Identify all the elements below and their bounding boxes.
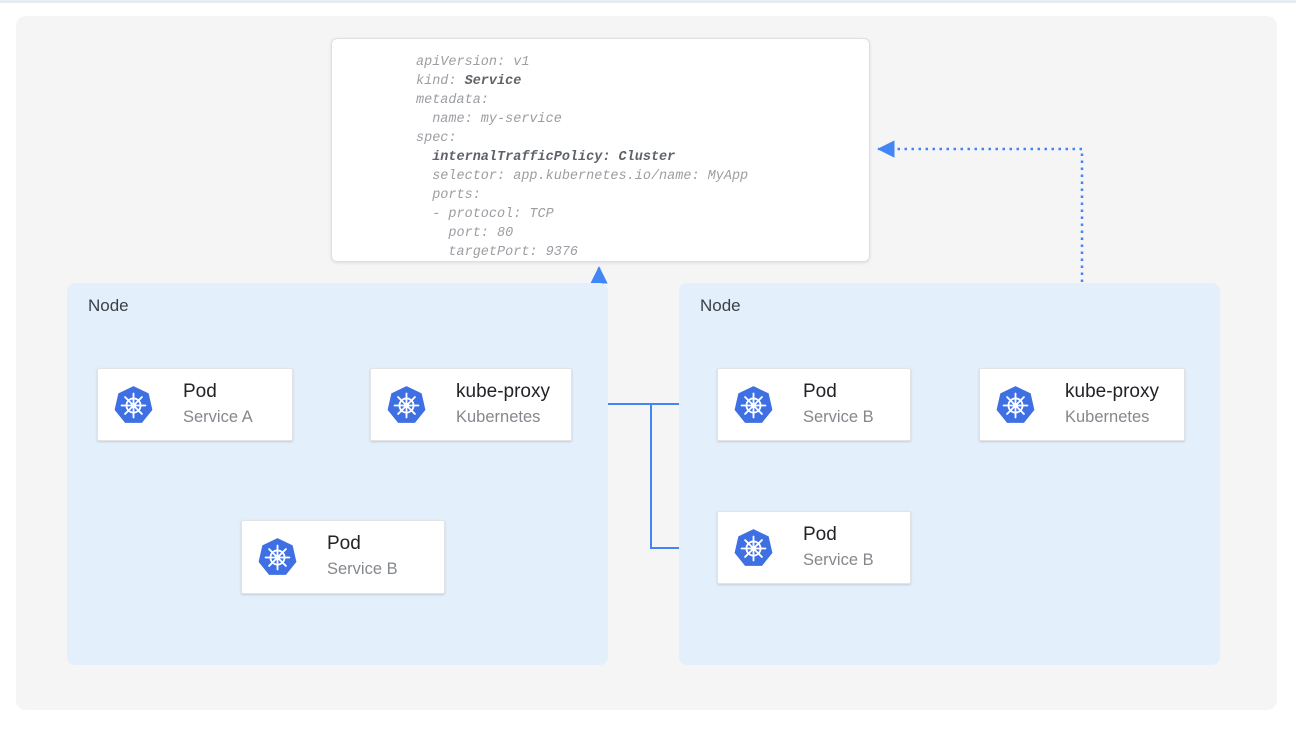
card-subtitle: Kubernetes (1065, 408, 1150, 426)
yaml-line: port: 80 (416, 224, 869, 243)
card-text: kube-proxy Kubernetes (1065, 380, 1159, 428)
node-label: Node (88, 296, 129, 315)
yaml-text: targetPort: 9376 (416, 245, 579, 260)
node-box-left: Node (67, 283, 608, 665)
yaml-line: apiVersion: v1 (416, 53, 869, 72)
service-yaml-card: apiVersion: v1 kind: Service metadata: n… (331, 38, 870, 262)
yaml-line: spec: (416, 129, 869, 148)
node-box-right: Node (679, 283, 1220, 665)
card-title: Pod (183, 381, 217, 402)
card-title: Pod (803, 524, 837, 545)
yaml-bold-text: Service (464, 74, 522, 89)
card-subtitle: Service B (803, 408, 874, 426)
card-text: Pod Service B (327, 532, 398, 580)
yaml-line: ports: (416, 186, 869, 205)
yaml-text: apiVersion: v1 (416, 55, 530, 70)
card-title: kube-proxy (456, 381, 550, 402)
yaml-text: spec: (416, 131, 457, 146)
page-top-border (0, 0, 1296, 3)
card-text: Pod Service B (803, 380, 874, 428)
yaml-line: kind: Service (416, 72, 869, 91)
yaml-bold-text: internalTrafficPolicy: Cluster (416, 150, 676, 165)
yaml-text: selector: app.kubernetes.io/name: MyApp (416, 169, 749, 184)
yaml-line: targetPort: 9376 (416, 243, 869, 262)
yaml-text: port: 80 (416, 226, 514, 241)
card-text: Pod Service A (183, 380, 253, 428)
card-title: Pod (327, 533, 361, 554)
yaml-line: selector: app.kubernetes.io/name: MyApp (416, 167, 869, 186)
kubernetes-icon (996, 386, 1035, 423)
card-pod-service-a: Pod Service A (97, 368, 293, 441)
card-subtitle: Service A (183, 408, 253, 426)
yaml-text: ports: (416, 188, 481, 203)
card-pod-service-b-right-top: Pod Service B (717, 368, 911, 441)
card-subtitle: Kubernetes (456, 408, 541, 426)
card-subtitle: Service B (803, 551, 874, 569)
kubernetes-icon (114, 386, 153, 423)
yaml-text: kind: (416, 74, 465, 89)
node-label: Node (700, 296, 741, 315)
card-kube-proxy-right: kube-proxy Kubernetes (979, 368, 1185, 441)
card-pod-service-b-right-bottom: Pod Service B (717, 511, 911, 584)
yaml-line: metadata: (416, 91, 869, 110)
kubernetes-icon (387, 386, 426, 423)
kubernetes-icon (734, 529, 773, 566)
yaml-line: internalTrafficPolicy: Cluster (416, 148, 869, 167)
kubernetes-icon (258, 538, 297, 575)
kubernetes-icon (734, 386, 773, 423)
yaml-text: - protocol: TCP (416, 207, 554, 222)
card-title: kube-proxy (1065, 381, 1159, 402)
card-subtitle: Service B (327, 560, 398, 578)
card-pod-service-b-left: Pod Service B (241, 520, 445, 594)
card-title: Pod (803, 381, 837, 402)
yaml-text: name: my-service (416, 112, 562, 127)
yaml-text: metadata: (416, 93, 489, 108)
card-text: kube-proxy Kubernetes (456, 380, 550, 428)
card-kube-proxy-left: kube-proxy Kubernetes (370, 368, 572, 441)
card-text: Pod Service B (803, 523, 874, 571)
yaml-line: - protocol: TCP (416, 205, 869, 224)
yaml-line: name: my-service (416, 110, 869, 129)
